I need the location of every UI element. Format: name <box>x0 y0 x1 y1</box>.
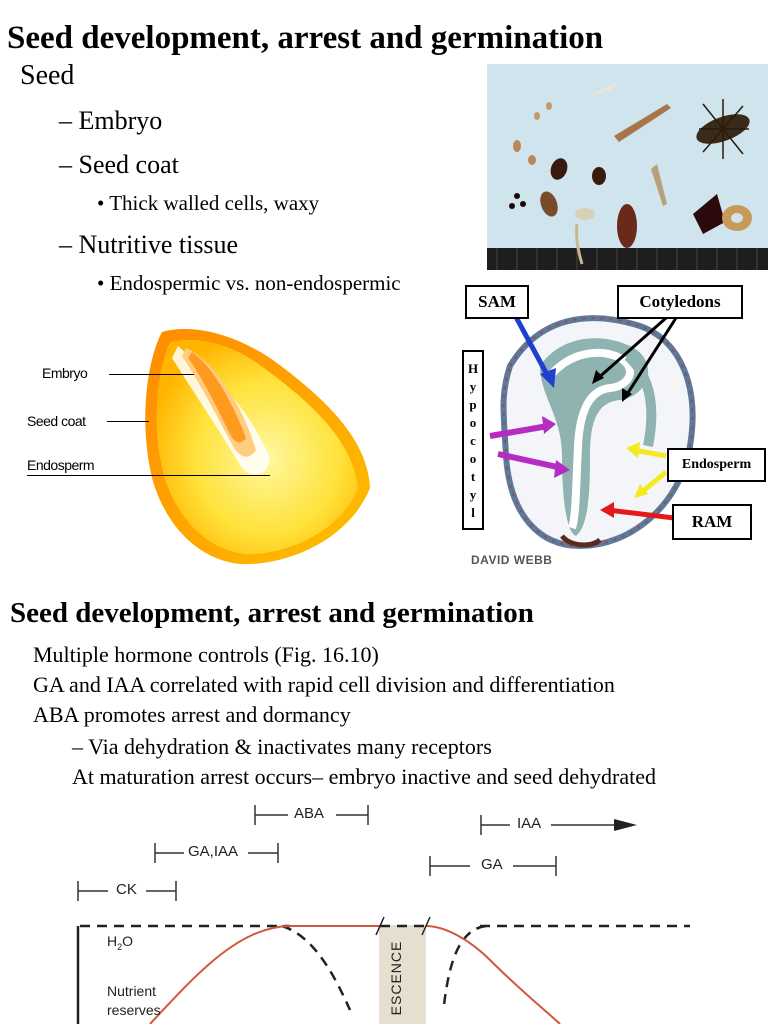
sub-bullet-thick-walled: • Thick walled cells, waxy <box>97 191 320 215</box>
nutrient-label: Nutrient <box>107 983 157 999</box>
photo-credit: DAVID WEBB <box>471 553 553 567</box>
cotyledons-label: Cotyledons <box>617 285 743 319</box>
reserves-label: reserves <box>107 1002 161 1018</box>
sam-label: SAM <box>465 285 529 319</box>
endosperm-label: Endosperm <box>27 457 95 473</box>
h2o-label: H2O <box>107 933 134 952</box>
line-hormone-controls: Multiple hormone controls (Fig. 16.10) <box>33 642 379 667</box>
ram-label: RAM <box>672 504 752 540</box>
bullet-seed-coat: – Seed coat <box>59 150 179 179</box>
bullet-nutritive-tissue: – Nutritive tissue <box>59 230 239 259</box>
quiescence-label: ESCENCE <box>388 940 404 1016</box>
line-aba: ABA promotes arrest and dormancy <box>33 702 351 727</box>
bullet-embryo: – Embryo <box>59 106 163 135</box>
embryo-leader-line <box>109 374 194 375</box>
iaa-label: IAA <box>517 815 542 832</box>
sub-bullet-endospermic: • Endospermic vs. non-endospermic <box>97 271 401 295</box>
aba-label: ABA <box>294 805 325 822</box>
seed-coat-label: Seed coat <box>27 413 86 429</box>
hormone-figure <box>0 795 768 1029</box>
line-maturation: At maturation arrest occurs– embryo inac… <box>72 764 656 789</box>
ga-label: GA <box>481 856 503 873</box>
embryo-label: Embryo <box>42 365 88 381</box>
seeds-photo <box>487 64 768 270</box>
seed-diagram <box>130 328 380 568</box>
endosperm-leader-line <box>27 475 270 476</box>
line-dehydration: – Via dehydration & inactivates many rec… <box>72 734 492 759</box>
embryo-micrograph <box>470 296 768 570</box>
slide1-title: Seed development, arrest and germination <box>7 20 604 56</box>
seed-heading: Seed <box>20 60 75 91</box>
endosperm-box-label: Endosperm <box>667 448 766 482</box>
seed-coat-leader-line <box>107 421 149 422</box>
slide2-title: Seed development, arrest and germination <box>10 597 534 629</box>
ga-iaa-label: GA,IAA <box>188 843 239 860</box>
ck-label: CK <box>116 881 137 898</box>
line-ga-iaa: GA and IAA correlated with rapid cell di… <box>33 672 615 697</box>
